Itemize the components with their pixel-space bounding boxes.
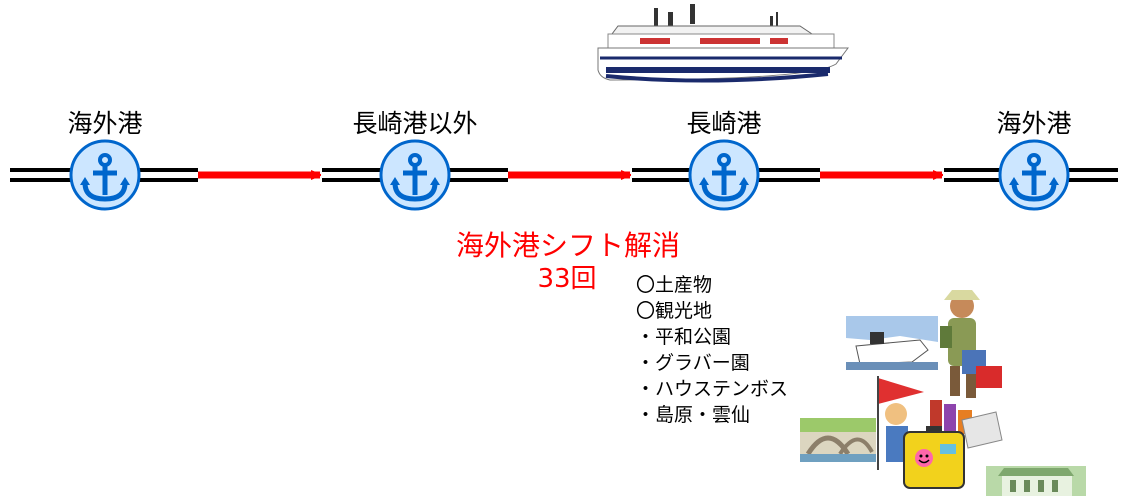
port-label: 長崎港 [686,109,762,138]
list-item: ・グラバー園 [636,352,750,374]
list-item: ・平和公園 [636,326,732,348]
cruise-ship-icon [597,4,849,83]
list-item: ・ハウステンボス [636,378,789,400]
tourism-clipart [800,290,1086,496]
anchor-icon [381,141,449,209]
shift-count: 33回 [537,264,597,294]
attractions-list: 〇土産物 〇観光地 ・平和公園 ・グラバー園 ・ハウステンボス ・島原・雲仙 [636,272,788,428]
port-label: 海外港 [67,109,143,138]
shift-title: 海外港シフト解消 [455,229,681,262]
list-item: ・島原・雲仙 [636,404,751,426]
anchor-icon [690,141,758,209]
list-item: 〇土産物 [636,274,713,296]
port-label: 海外港 [996,109,1072,138]
anchor-icon [1000,141,1068,209]
port-label: 長崎港以外 [352,109,478,138]
anchor-icon [71,141,139,209]
list-item: 〇観光地 [636,300,713,322]
